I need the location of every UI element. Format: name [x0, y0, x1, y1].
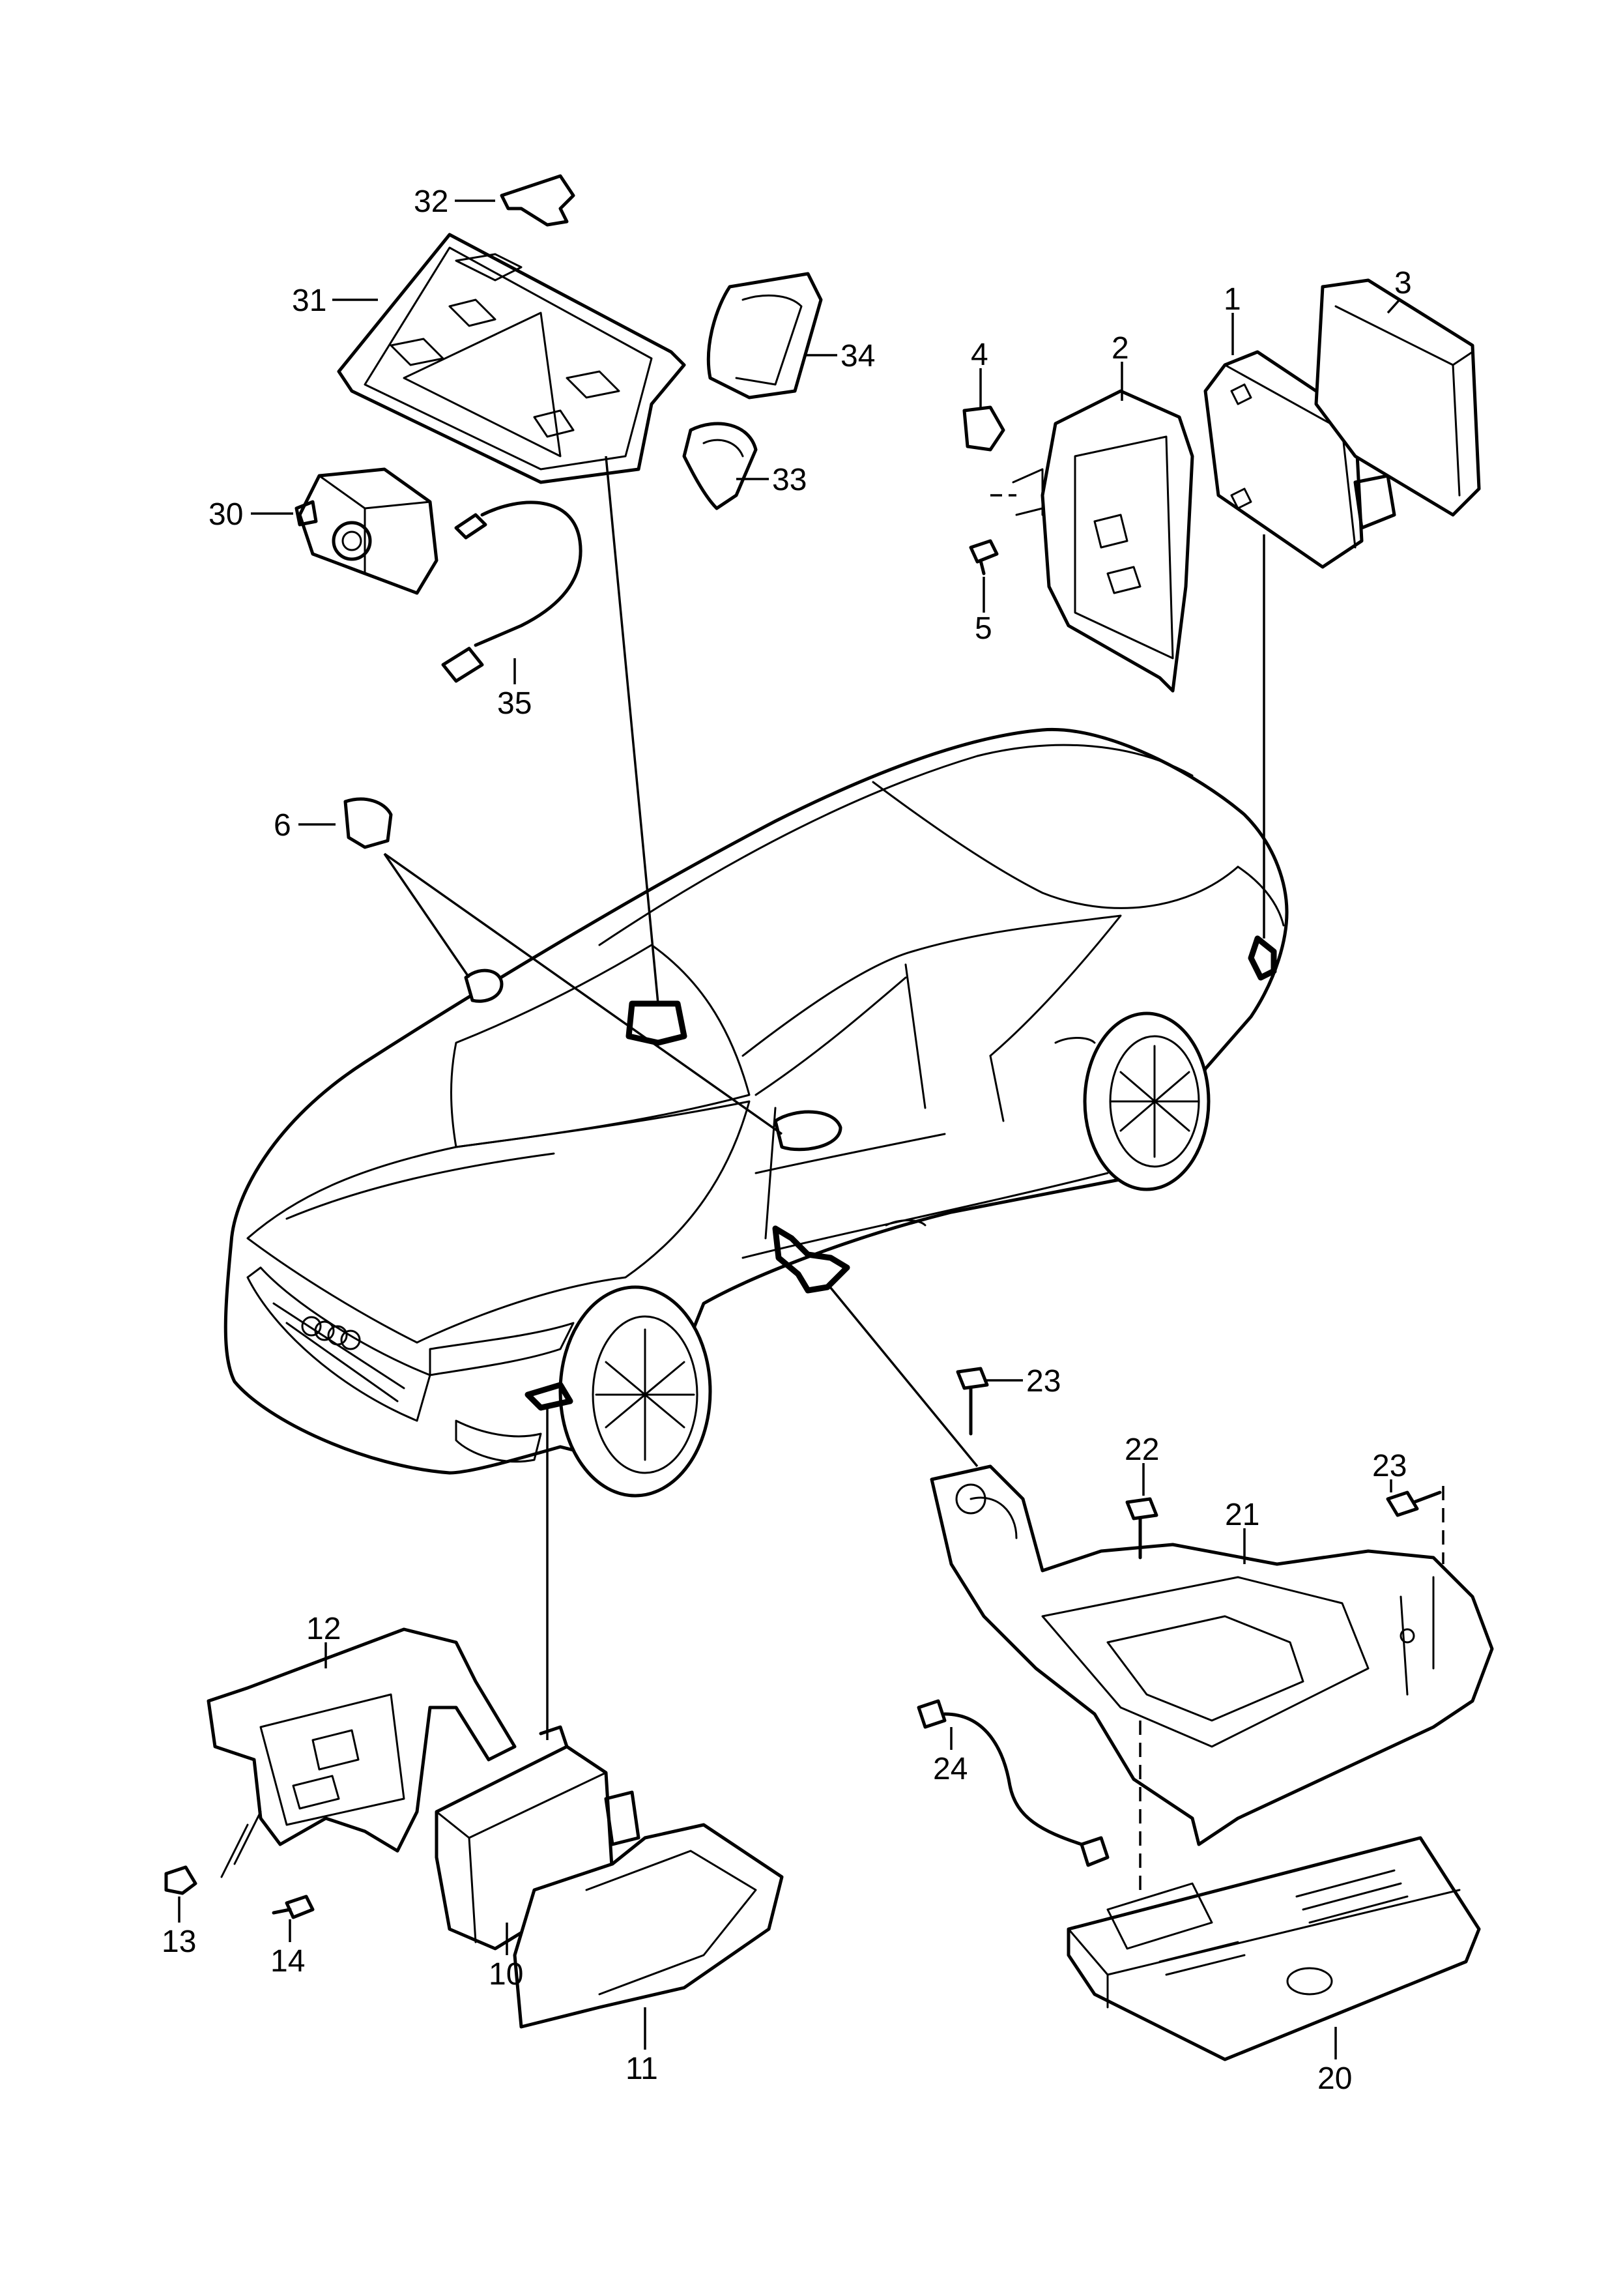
callout-12: 12	[306, 1612, 341, 1646]
callout-31: 31	[292, 283, 326, 318]
part-21-bracket	[930, 1464, 1494, 1846]
callout-1: 1	[1224, 282, 1241, 317]
part-33-small-cover	[682, 422, 758, 510]
part-6-mirror-cap	[343, 797, 393, 849]
callout-11: 11	[625, 2052, 658, 2086]
part-11-cover	[513, 1823, 784, 2029]
part-14-screw	[272, 1895, 315, 1919]
callout-labels: 1 2 3 4 5 6 10 11 12 13 14 20 21 22 23 2…	[162, 184, 1412, 2096]
callout-35: 35	[497, 686, 532, 721]
part-12-bracket	[207, 1627, 517, 1878]
callout-6: 6	[274, 808, 291, 843]
callout-22: 22	[1125, 1432, 1159, 1467]
part-35-cable	[441, 501, 582, 683]
callout-32: 32	[414, 184, 448, 219]
part-13-nut	[164, 1865, 197, 1895]
part-5-screw	[969, 539, 999, 575]
part-22-bolt	[1125, 1497, 1158, 1560]
part-20-main-unit	[1067, 1836, 1481, 2061]
callout-21: 21	[1225, 1498, 1259, 1532]
part-3-module-housing	[1314, 278, 1481, 517]
callout-23-right: 23	[1372, 1449, 1407, 1483]
callout-20: 20	[1317, 2061, 1352, 2096]
callout-10: 10	[489, 1957, 523, 1992]
callout-30: 30	[208, 497, 243, 532]
front-wheel	[558, 1285, 712, 1498]
part-30-camera	[294, 467, 438, 595]
part-4-clip	[962, 405, 1005, 452]
part-24-cable	[917, 1699, 1110, 1867]
callout-2: 2	[1112, 331, 1129, 366]
callout-leaders	[178, 199, 1401, 2059]
callout-34: 34	[840, 339, 875, 373]
part-31-bracket-plate	[337, 233, 686, 484]
part-23-bolt-right	[1386, 1490, 1442, 1517]
callout-5: 5	[975, 611, 992, 646]
car-illustration	[223, 727, 1289, 1498]
callout-33: 33	[772, 463, 807, 497]
callout-24: 24	[933, 1752, 968, 1786]
rear-wheel	[1083, 1011, 1211, 1191]
part-34-trim-cover	[706, 272, 823, 400]
callout-3: 3	[1394, 266, 1412, 300]
callout-4: 4	[971, 338, 988, 372]
part-2-bracket	[1012, 389, 1194, 693]
callout-23-upper: 23	[1026, 1364, 1061, 1399]
location-leader-lines	[383, 456, 1444, 1890]
callout-13: 13	[162, 1925, 196, 1959]
audi-rings-logo	[301, 1316, 361, 1350]
part-32-clip	[500, 174, 575, 227]
callout-14: 14	[270, 1944, 305, 1979]
part-23-bolt-upper	[956, 1367, 989, 1436]
